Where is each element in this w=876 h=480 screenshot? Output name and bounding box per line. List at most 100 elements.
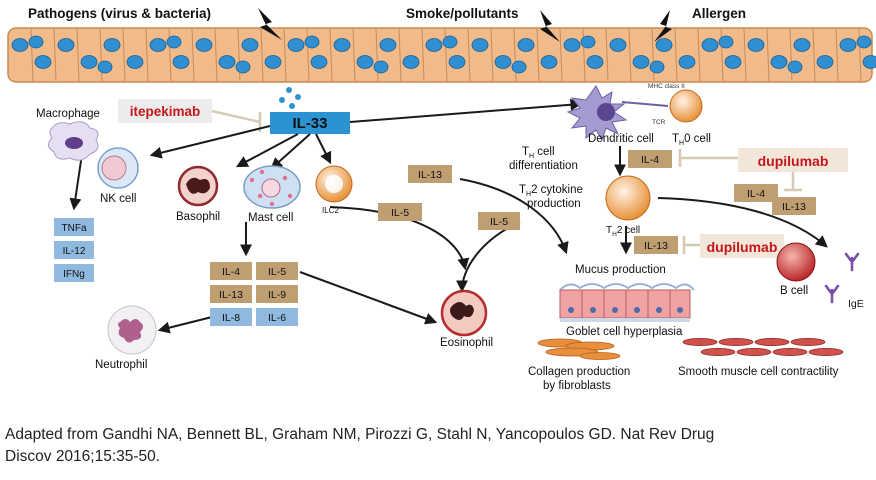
cytokine-label: TNFa: [62, 223, 87, 234]
ilc2-label: ILC2: [322, 206, 339, 215]
epithelial-nucleus: [839, 38, 857, 52]
cytokine-label: IL-12: [63, 246, 86, 257]
inhibit-line: [784, 172, 802, 192]
eosinophil-nucleus: [450, 302, 474, 320]
epithelial-nucleus: [304, 35, 320, 49]
epithelial-nucleus: [448, 55, 466, 69]
cytokine-box: [256, 308, 298, 326]
inhibit-line: [211, 109, 262, 132]
epithelial-nucleus: [166, 35, 182, 49]
il13-label: IL-13: [418, 169, 442, 181]
epithelial-nucleus: [310, 55, 328, 69]
goblet-cells-icon: [559, 283, 695, 322]
cytokine-label: IFNg: [63, 269, 85, 280]
th0-cell-icon: [669, 89, 703, 123]
epithelial-nucleus: [862, 55, 876, 69]
b-cell-label: B cell: [780, 285, 808, 297]
basophil-nucleus: [186, 177, 210, 194]
il4-label: IL-4: [641, 154, 659, 166]
th0-cell-label: TH0 cell: [672, 133, 711, 147]
cytokine-box: [256, 262, 298, 280]
il13-box: [772, 197, 816, 215]
eosinophil-label: Eosinophil: [440, 337, 493, 349]
collagen-label-2: by fibroblasts: [543, 380, 611, 392]
epithelial-nucleus: [34, 55, 52, 69]
dupilumab-box: [738, 148, 848, 172]
epithelial-nucleus: [402, 55, 420, 69]
epithelial-nucleus: [172, 55, 190, 69]
epithelial-nucleus: [609, 38, 627, 52]
mucus-label: Mucus production: [575, 264, 666, 276]
epithelium-layer: [7, 27, 876, 83]
epithelial-nucleus: [241, 38, 259, 52]
il5-label: IL-5: [490, 216, 508, 228]
cytokine-box: [210, 308, 252, 326]
epithelial-nucleus: [540, 55, 558, 69]
epithelial-nucleus: [11, 38, 29, 52]
dendritic-cell-icon: [566, 85, 628, 142]
smooth-muscle-label: Smooth muscle cell contractility: [678, 366, 839, 378]
cytokine-label: IL-4: [222, 266, 240, 278]
th2-cytokine-label: TH2 cytokine: [519, 184, 583, 198]
pathogens-label: Pathogens (virus & bacteria): [28, 6, 211, 21]
cytokine-box: [54, 218, 94, 236]
ige-antibody-icon: [824, 252, 860, 304]
epithelial-nucleus: [816, 55, 834, 69]
neutrophil-label: Neutrophil: [95, 359, 147, 371]
epithelial-nucleus: [747, 38, 765, 52]
citation-line-2: Discov 2016;15:35-50.: [5, 448, 161, 465]
epithelial-nucleus: [586, 55, 604, 69]
collagen-label-1: Collagen production: [528, 366, 630, 378]
epithelial-nucleus: [356, 55, 374, 69]
il13-box: [408, 165, 452, 183]
goblet-label: Goblet cell hyperplasia: [566, 326, 683, 338]
il33-box: [270, 112, 350, 134]
nk-cell-label: NK cell: [100, 193, 136, 205]
epithelial-nucleus: [494, 55, 512, 69]
mast-cell-label: Mast cell: [248, 212, 293, 224]
epithelial-nucleus: [425, 38, 443, 52]
epithelial-nucleus: [718, 35, 734, 49]
il33-pathway-diagram: Pathogens (virus & bacteria) Smoke/pollu…: [7, 6, 876, 392]
cytokine-label: IL-5: [268, 266, 286, 278]
cytokine-label: IL-9: [268, 289, 286, 301]
mast-cell-nucleus: [261, 178, 281, 198]
itepekimab-box: [118, 99, 212, 123]
pathway-arrows: [69, 98, 828, 334]
epithelial-nucleus: [632, 55, 650, 69]
epithelial-nucleus: [701, 38, 719, 52]
smooth-muscle-icon: [682, 337, 844, 356]
macrophage-label: Macrophage: [36, 108, 100, 120]
epithelial-nucleus: [770, 55, 788, 69]
dupilumab-label: dupilumab: [707, 239, 778, 255]
epithelial-nucleus: [80, 55, 98, 69]
cytokine-label: IL-13: [219, 289, 243, 301]
fibroblast-icon: [537, 338, 621, 360]
th2-cytokine-label-2: production: [527, 198, 581, 210]
epithelial-nucleus: [195, 38, 213, 52]
smoke-label: Smoke/pollutants: [406, 6, 519, 21]
cytokine-label: IL-6: [268, 312, 286, 324]
mast-cell-granules: [249, 169, 293, 207]
cytokine-box: [54, 241, 94, 259]
nk-cell-nucleus: [101, 155, 127, 181]
th2-cell-icon: [605, 175, 651, 221]
ige-label: IgE: [848, 298, 864, 310]
lightning-icon: [540, 10, 560, 42]
il5-box: [378, 203, 422, 221]
cytokine-box: [256, 285, 298, 303]
epithelial-nucleus: [97, 60, 113, 74]
epithelial-nucleus: [373, 60, 389, 74]
epithelial-nucleus: [442, 35, 458, 49]
il5-label: IL-5: [391, 207, 409, 219]
tcr-label: TCR: [652, 119, 666, 126]
epithelial-nucleus: [287, 38, 305, 52]
epithelial-nucleus: [103, 38, 121, 52]
mhc-label: MHC class II: [648, 83, 685, 90]
cytokine-box: [54, 264, 94, 282]
il4-box: [628, 150, 672, 168]
il13-label: IL-13: [782, 201, 806, 213]
synapse-line: [621, 101, 669, 107]
lightning-icon: [654, 10, 672, 42]
